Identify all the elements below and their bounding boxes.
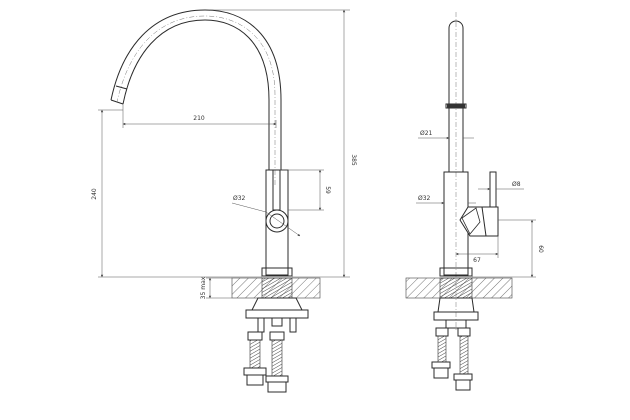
dim-countertop-label: 35 max: [200, 276, 207, 299]
dim-spout-height: 240: [91, 109, 262, 278]
dim-lever-height-label: 59: [324, 186, 331, 194]
side-underside-fittings: [431, 297, 479, 391]
dim-spout-height-label: 240: [91, 188, 98, 200]
dim-lever-height-side: 60: [472, 219, 544, 278]
dim-total-height-label: 385: [350, 154, 357, 166]
dim-countertop: 35 max: [200, 276, 232, 299]
side-lever: [459, 171, 499, 237]
dim-spout-reach: 210: [122, 104, 277, 128]
front-spout: [110, 9, 282, 185]
front-underside-fittings: [243, 297, 309, 393]
dim-spout-reach-label: 210: [193, 115, 205, 122]
dim-body-diameter-side-label: Ø32: [418, 195, 431, 202]
dim-lever-diameter: Ø8: [478, 181, 524, 191]
dim-spout-diameter-label: Ø21: [420, 130, 433, 137]
dim-total-height: 385: [210, 9, 357, 278]
dim-lever-height-side-label: 60: [537, 245, 544, 253]
dim-body-diameter-side: Ø32: [416, 195, 476, 205]
front-lever: [265, 169, 289, 233]
side-spout: [445, 20, 467, 172]
dim-spout-diameter: Ø21: [418, 130, 474, 140]
dim-body-diameter-front: Ø32: [231, 195, 301, 237]
dim-lever-projection: 67: [455, 236, 499, 264]
dim-lever-diameter-label: Ø8: [512, 181, 521, 188]
side-view: Ø21 Ø8 Ø32 67 60: [405, 12, 544, 391]
dim-lever-projection-label: 67: [473, 257, 481, 264]
front-view: 210 240 385 59 Ø32: [91, 9, 357, 393]
dim-lever-height: 59: [280, 169, 331, 211]
dim-body-diameter-front-label: Ø32: [233, 195, 246, 202]
